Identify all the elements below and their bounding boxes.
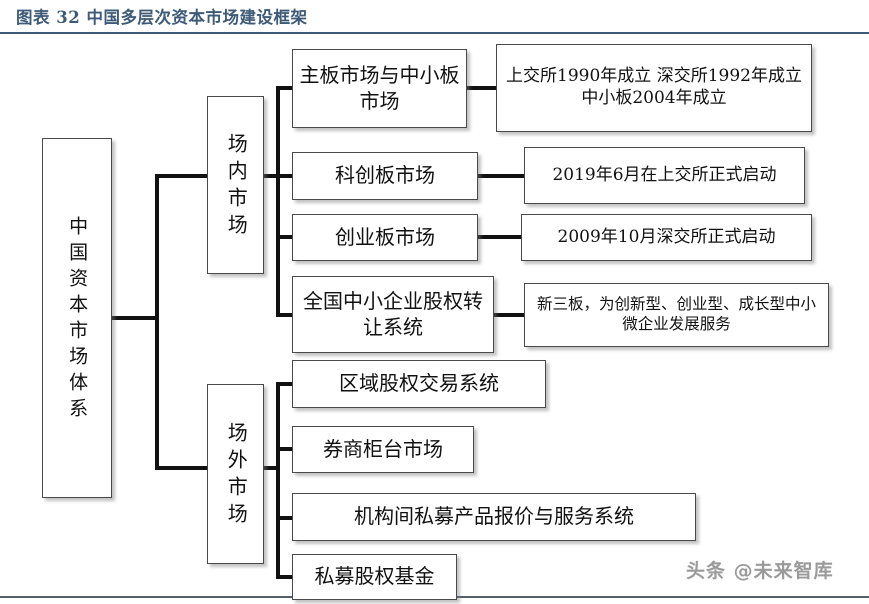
page-title: 图表 32 中国多层次资本市场建设框架 [16, 8, 308, 27]
detail-chinext-board-text: 2009年10月深交所正式启动 [557, 226, 776, 247]
node-broker-counter-label: 券商柜台市场 [323, 436, 443, 461]
node-root[interactable]: 中国资本市场体系 [42, 138, 112, 498]
node-root-label: 中国资本市场体系 [66, 216, 89, 424]
node-regional-equity[interactable]: 区域股权交易系统 [292, 360, 546, 408]
node-pe-fund-label: 私募股权基金 [314, 564, 435, 589]
node-off-exchange[interactable]: 场外市场 [207, 384, 264, 564]
detail-main-sme-board[interactable]: 上交所1990年成立 深交所1992年成立 中小板2004年成立 [496, 44, 812, 132]
node-star-board-label: 科创板市场 [335, 163, 435, 188]
detail-star-board-text: 2019年6月在上交所正式启动 [552, 164, 777, 185]
node-chinext-board-label: 创业板市场 [335, 224, 435, 249]
header-divider [0, 32, 869, 34]
node-on-exchange-label: 场内市场 [224, 133, 249, 241]
detail-chinext-board[interactable]: 2009年10月深交所正式启动 [521, 214, 812, 261]
node-off-exchange-label: 场外市场 [224, 422, 249, 530]
node-neeq[interactable]: 全国中小企业股权转让系统 [292, 276, 494, 353]
watermark: 头条 @未来智库 [686, 560, 834, 582]
detail-neeq[interactable]: 新三板，为创新型、创业型、成长型中小微企业发展服务 [524, 283, 829, 347]
node-star-board[interactable]: 科创板市场 [292, 152, 478, 200]
node-neeq-label: 全国中小企业股权转让系统 [303, 288, 483, 339]
diagram-canvas: 中国资本市场体系 场内市场 场外市场 主板市场与中小板市场 科创板市场 创业板市… [0, 34, 869, 600]
connector-lines [110, 86, 526, 579]
detail-star-board[interactable]: 2019年6月在上交所正式启动 [524, 147, 805, 204]
node-pe-fund[interactable]: 私募股权基金 [292, 554, 457, 600]
detail-neeq-text: 新三板，为创新型、创业型、成长型中小微企业发展服务 [536, 295, 816, 333]
node-main-sme-board[interactable]: 主板市场与中小板市场 [292, 49, 467, 128]
detail-main-sme-board-text: 上交所1990年成立 深交所1992年成立 中小板2004年成立 [506, 66, 802, 108]
node-main-sme-board-label: 主板市场与中小板市场 [299, 62, 460, 113]
node-on-exchange[interactable]: 场内市场 [207, 96, 264, 274]
node-regional-equity-label: 区域股权交易系统 [339, 371, 499, 396]
node-chinext-board[interactable]: 创业板市场 [292, 214, 478, 261]
node-interinstitutional-quote-label: 机构间私募产品报价与服务系统 [354, 504, 634, 529]
node-interinstitutional-quote[interactable]: 机构间私募产品报价与服务系统 [292, 493, 696, 541]
node-broker-counter[interactable]: 券商柜台市场 [292, 426, 474, 473]
